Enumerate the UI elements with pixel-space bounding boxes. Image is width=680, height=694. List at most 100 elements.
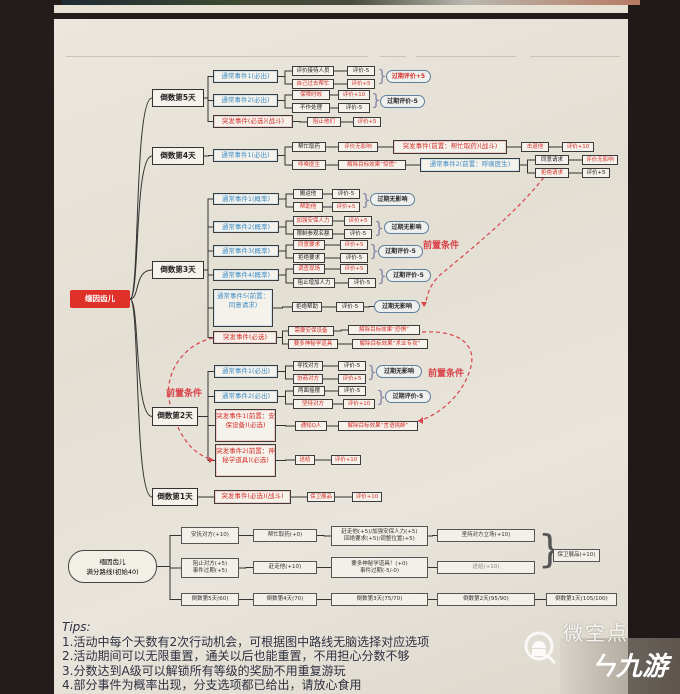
connector-d3e2-d3e2o1 bbox=[279, 220, 293, 228]
connector-d5-d5e3 bbox=[204, 97, 213, 122]
day1-event: 突发事件(必选)(战斗) bbox=[214, 490, 291, 504]
option: 限制参观名额 bbox=[293, 229, 333, 239]
day3-event4: 通常事件4(概率) bbox=[213, 269, 279, 281]
result: 评价-5 bbox=[336, 302, 364, 312]
option: 评价接待人员 bbox=[292, 66, 334, 76]
prereq-arrow bbox=[418, 417, 423, 424]
connector-d3e6o1-d3e6r1 bbox=[334, 329, 348, 332]
option: 帮助他 bbox=[293, 202, 323, 212]
option: 加强安保人力 bbox=[293, 216, 333, 226]
route-step: 赶走他(+10) bbox=[253, 561, 317, 574]
top-photo-strip bbox=[62, 0, 640, 5]
route-day-score: 倒数第3天(75/70) bbox=[331, 593, 428, 606]
expire-pill: 过期评价-5 bbox=[380, 95, 425, 108]
day2-emergency-event1: 突发事件1(前置：安保设备)(必选) bbox=[215, 409, 276, 442]
decorative-rule bbox=[416, 56, 516, 57]
day3-event1: 通常事件1(概率) bbox=[213, 193, 279, 205]
connector-d2e2-d2e2o1 bbox=[278, 390, 293, 397]
result: 评价+5 bbox=[582, 168, 610, 178]
route-step: 阻止对方(+5)事件过期(+5) bbox=[181, 558, 239, 578]
result: 评价无影响 bbox=[338, 142, 378, 152]
connector-d3e2-d3e2o2 bbox=[279, 226, 293, 235]
option: 调查现场 bbox=[293, 264, 325, 274]
connector-d5-d5e2 bbox=[204, 97, 213, 101]
result: 评价-5 bbox=[332, 189, 360, 199]
day4-event2: 通常事件2(前置：呼唤医生) bbox=[420, 158, 520, 172]
option: 帮忙取药 bbox=[292, 142, 326, 152]
brace: } bbox=[377, 266, 388, 285]
prereq-arrow bbox=[209, 457, 214, 463]
decorative-rule bbox=[530, 56, 620, 57]
day2-emergency-event2: 突发事件2(前置：神秘学道具)(必选) bbox=[215, 444, 276, 477]
result: 评价-5 bbox=[338, 386, 366, 396]
route-title-line2: 满分路线(初始40) bbox=[86, 567, 139, 576]
tip-line: 3.分数达到A级可以解锁所有等级的奖励不用重复游玩 bbox=[62, 663, 346, 678]
option: 两面摇摆 bbox=[293, 386, 325, 396]
result: 评价+5 bbox=[353, 117, 381, 127]
connector-d2e1-d2e1o1 bbox=[278, 365, 293, 372]
day3-emergency-event: 突发事件(必选) bbox=[213, 331, 277, 344]
connector-root-d2 bbox=[129, 298, 153, 417]
result: 评价-5 bbox=[338, 361, 366, 371]
connector-d3-d3e4 bbox=[204, 269, 213, 276]
result: 评价-5 bbox=[338, 103, 370, 113]
connector-d5e1-d5e1o2 bbox=[278, 76, 292, 85]
option: 拒绝帮助 bbox=[292, 302, 322, 312]
brace: } bbox=[369, 241, 380, 260]
result: 解除目标效果“恐惧” bbox=[348, 325, 420, 335]
option: 同意请求 bbox=[535, 155, 569, 165]
photo-background-right bbox=[628, 0, 680, 694]
connector-d2e2-d2e2o2 bbox=[278, 396, 293, 405]
connector-d3e4-d3e4o2 bbox=[279, 274, 293, 284]
connector-d2e4-d2e4o1 bbox=[276, 459, 295, 461]
brace: } bbox=[361, 190, 372, 209]
route-step: 安抚对方(+10) bbox=[181, 527, 239, 544]
option: 坚持对方 bbox=[293, 399, 333, 409]
connector-sr-s21 bbox=[157, 566, 181, 569]
connector-root-d1 bbox=[129, 298, 153, 498]
brace: } bbox=[377, 66, 388, 85]
tip-line: 4.部分事件为概率出现，分支选项都已给出，请放心食用 bbox=[62, 678, 362, 693]
option: 协商对方 bbox=[293, 374, 323, 384]
day3-event3: 通常事件3(概率) bbox=[213, 245, 279, 257]
jiuyou-logo: ㄣ九游 bbox=[590, 652, 669, 682]
route-final-step: 保卫展品(+10) bbox=[553, 549, 600, 562]
route-step: 帮忙取药(+0) bbox=[253, 529, 317, 542]
option: 保障时效 bbox=[292, 90, 330, 100]
connector-d3e1-d3e1o1 bbox=[279, 193, 293, 200]
option: 送给 bbox=[295, 455, 315, 465]
day2-event1: 通常事件1(必出) bbox=[214, 365, 278, 378]
day4-combat-event: 突发事件(前置：帮忙取药)(战斗) bbox=[393, 140, 507, 154]
tip-line: 2.活动期间可以无限重置，通关以后也能重置，不用担心分数不够 bbox=[62, 649, 410, 664]
prereq-arrow bbox=[421, 302, 427, 307]
option: 保卫展品 bbox=[307, 492, 335, 502]
result: 评价-5 bbox=[340, 253, 368, 263]
expire-pill: 过期评价-5 bbox=[386, 269, 431, 282]
option: 同意要求 bbox=[293, 240, 325, 250]
connector-d3-d3e6 bbox=[204, 269, 213, 338]
day1-node: 倒数第1天 bbox=[152, 488, 198, 506]
day5-event2: 通常事件2(必出) bbox=[213, 94, 278, 107]
connector-d3e5-d3e5o1 bbox=[273, 306, 292, 309]
watermark-site-text: 微空点 bbox=[563, 621, 629, 645]
brace: } bbox=[376, 387, 387, 406]
expire-pill: 过期无影响 bbox=[376, 365, 422, 378]
result: 评价+5 bbox=[340, 240, 368, 250]
result: 评价-5 bbox=[347, 66, 375, 76]
photo-background-left bbox=[0, 0, 54, 694]
connector-d3e3-d3e3o1 bbox=[279, 244, 293, 252]
connector-d5-d5e1 bbox=[204, 76, 213, 99]
brace: } bbox=[367, 362, 378, 381]
day4-node: 倒数第4天 bbox=[152, 147, 204, 165]
option: 阻止增加人力 bbox=[293, 278, 335, 288]
option: 不作处理 bbox=[292, 103, 330, 113]
connector-d4-d4e1 bbox=[204, 155, 213, 157]
route-step: 送给(+10) bbox=[437, 561, 535, 574]
connector-s13-s14 bbox=[428, 535, 437, 537]
expire-pill: 过期无影响 bbox=[374, 300, 420, 313]
expire-pill: 过期评价+5 bbox=[386, 70, 431, 83]
result: 评价-5 bbox=[344, 229, 372, 239]
result: 评价+10 bbox=[343, 399, 375, 409]
watermark-panel bbox=[560, 638, 680, 694]
